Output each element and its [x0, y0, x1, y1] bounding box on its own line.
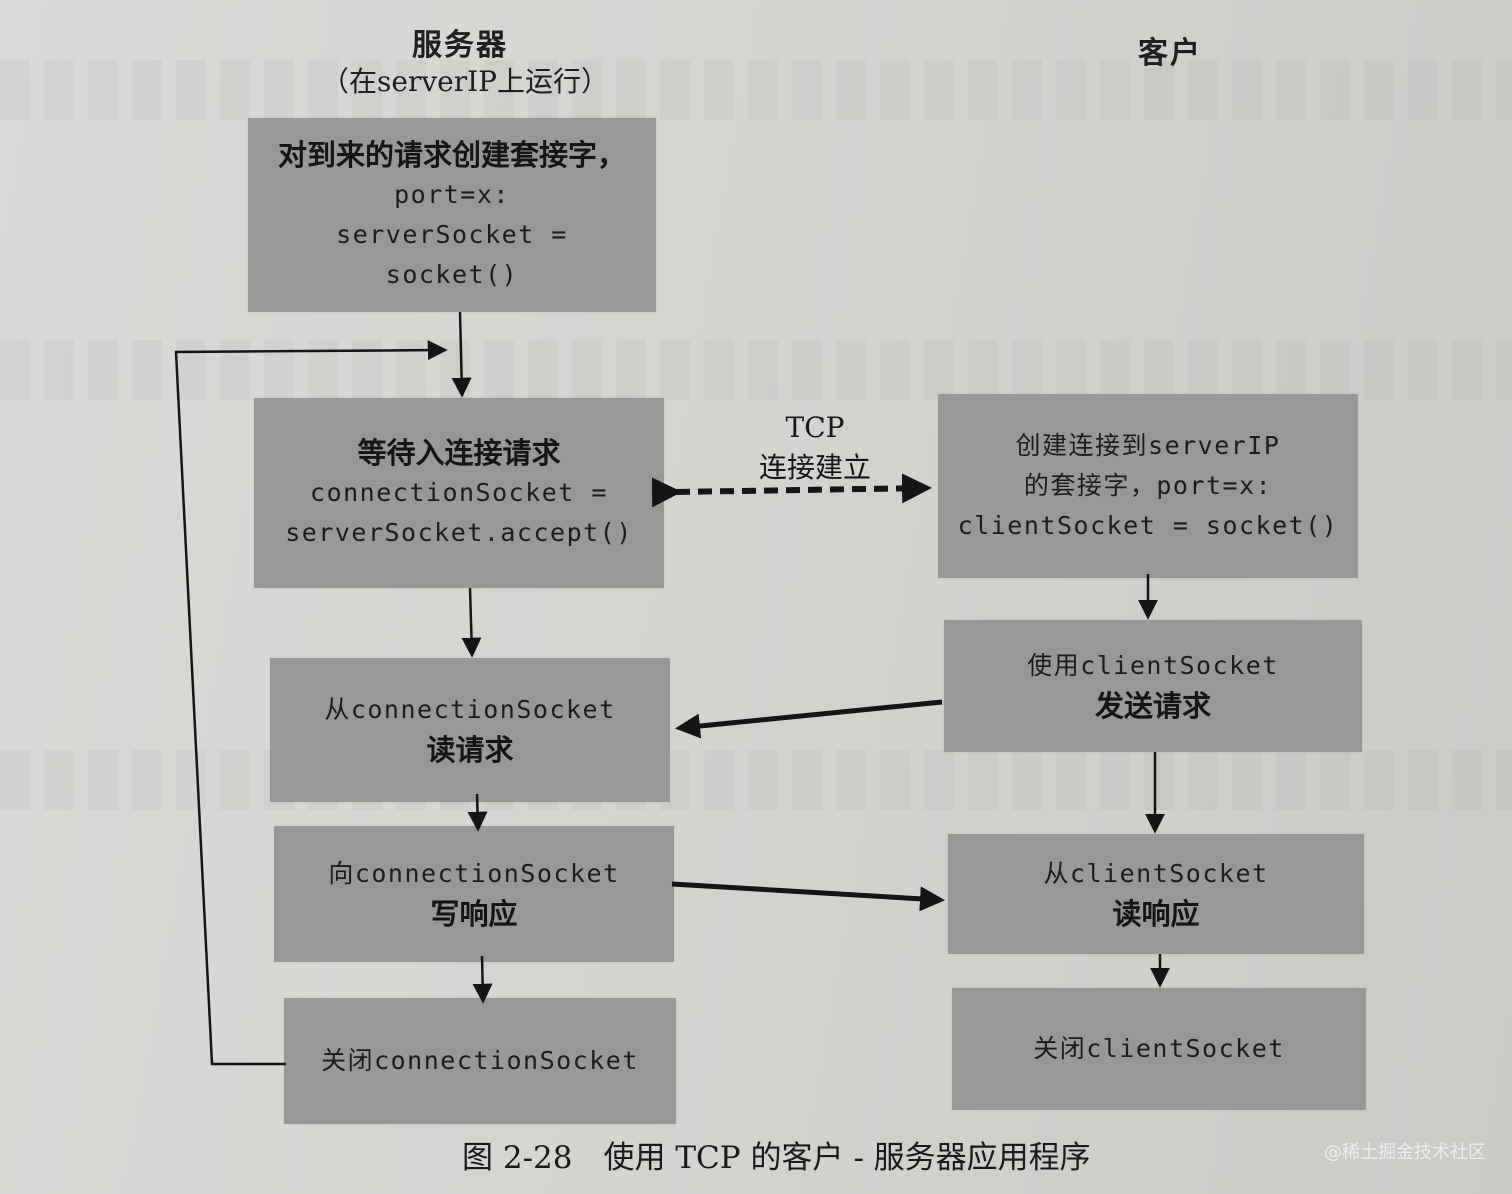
client-create-socket-line3: clientSocket = socket() — [957, 511, 1339, 540]
server-accept-line2: connectionSocket = — [310, 478, 608, 507]
client-send-request-line2: 发送请求 — [1094, 689, 1211, 723]
bleed-through-text — [0, 750, 1512, 810]
client-close-line1: 关闭clientSocket — [1033, 1034, 1285, 1063]
client-read-response-line1: 从clientSocket — [1043, 859, 1269, 888]
client-send-request-line1: 使用clientSocket — [1027, 651, 1279, 680]
bleed-through-text — [0, 340, 1512, 400]
server-write-response-line2: 写响应 — [430, 897, 518, 931]
tcp-label-line1: TCP — [785, 411, 845, 444]
arrow-write-response — [671, 881, 945, 912]
client-create-socket-line2: 的套接字，port=x: — [1023, 471, 1273, 500]
client-create-socket-line1: 创建连接到serverIP — [1015, 431, 1281, 460]
client-read-response-box: 从clientSocket 读响应 — [948, 834, 1364, 954]
server-write-response-line1: 向connectionSocket — [328, 859, 620, 888]
arrow-write-to-close — [472, 955, 493, 1004]
client-create-socket-box: 创建连接到serverIP 的套接字，port=x: clientSocket … — [938, 394, 1358, 578]
server-accept-line3: serverSocket.accept() — [285, 518, 633, 547]
server-read-request-line1: 从connectionSocket — [324, 695, 616, 724]
arrow-accept-to-read — [461, 587, 482, 658]
arrow-read-to-write — [467, 793, 488, 832]
server-create-socket-line3: serverSocket = — [336, 220, 568, 249]
server-title: 服务器 — [412, 28, 508, 63]
client-send-request-box: 使用clientSocket 发送请求 — [944, 620, 1362, 752]
watermark: @稀土掘金技术社区 — [1324, 1142, 1486, 1163]
figure-caption: 图 2-28 使用 TCP 的客户 - 服务器应用程序 — [462, 1140, 1091, 1176]
server-read-request-box: 从connectionSocket 读请求 — [270, 658, 670, 802]
server-write-response-box: 向connectionSocket 写响应 — [274, 826, 674, 962]
server-close-line1: 关闭connectionSocket — [321, 1046, 639, 1075]
bleed-through-text — [0, 60, 1512, 120]
client-close-box: 关闭clientSocket — [952, 988, 1366, 1110]
server-accept-line1: 等待入连接请求 — [357, 436, 561, 470]
server-create-socket-line1: 对到来的请求创建套接字， — [277, 138, 626, 172]
arrow-send-request — [675, 699, 943, 739]
arrow-loop-back — [174, 340, 448, 1066]
client-title: 客户 — [1138, 36, 1202, 71]
server-subtitle: （在serverIP上运行） — [321, 65, 609, 98]
server-accept-box: 等待入连接请求 connectionSocket = serverSocket.… — [254, 398, 664, 588]
arrow-tcp-connection — [651, 473, 932, 508]
server-create-socket-box: 对到来的请求创建套接字， port=x: serverSocket = sock… — [248, 118, 656, 312]
client-read-response-line2: 读响应 — [1112, 897, 1200, 931]
server-close-box: 关闭connectionSocket — [284, 998, 676, 1124]
server-create-socket-line4: socket() — [385, 260, 519, 289]
server-read-request-line2: 读请求 — [426, 733, 514, 767]
server-create-socket-line2: port=x: — [394, 180, 510, 209]
arrow-create-to-accept — [451, 311, 472, 398]
